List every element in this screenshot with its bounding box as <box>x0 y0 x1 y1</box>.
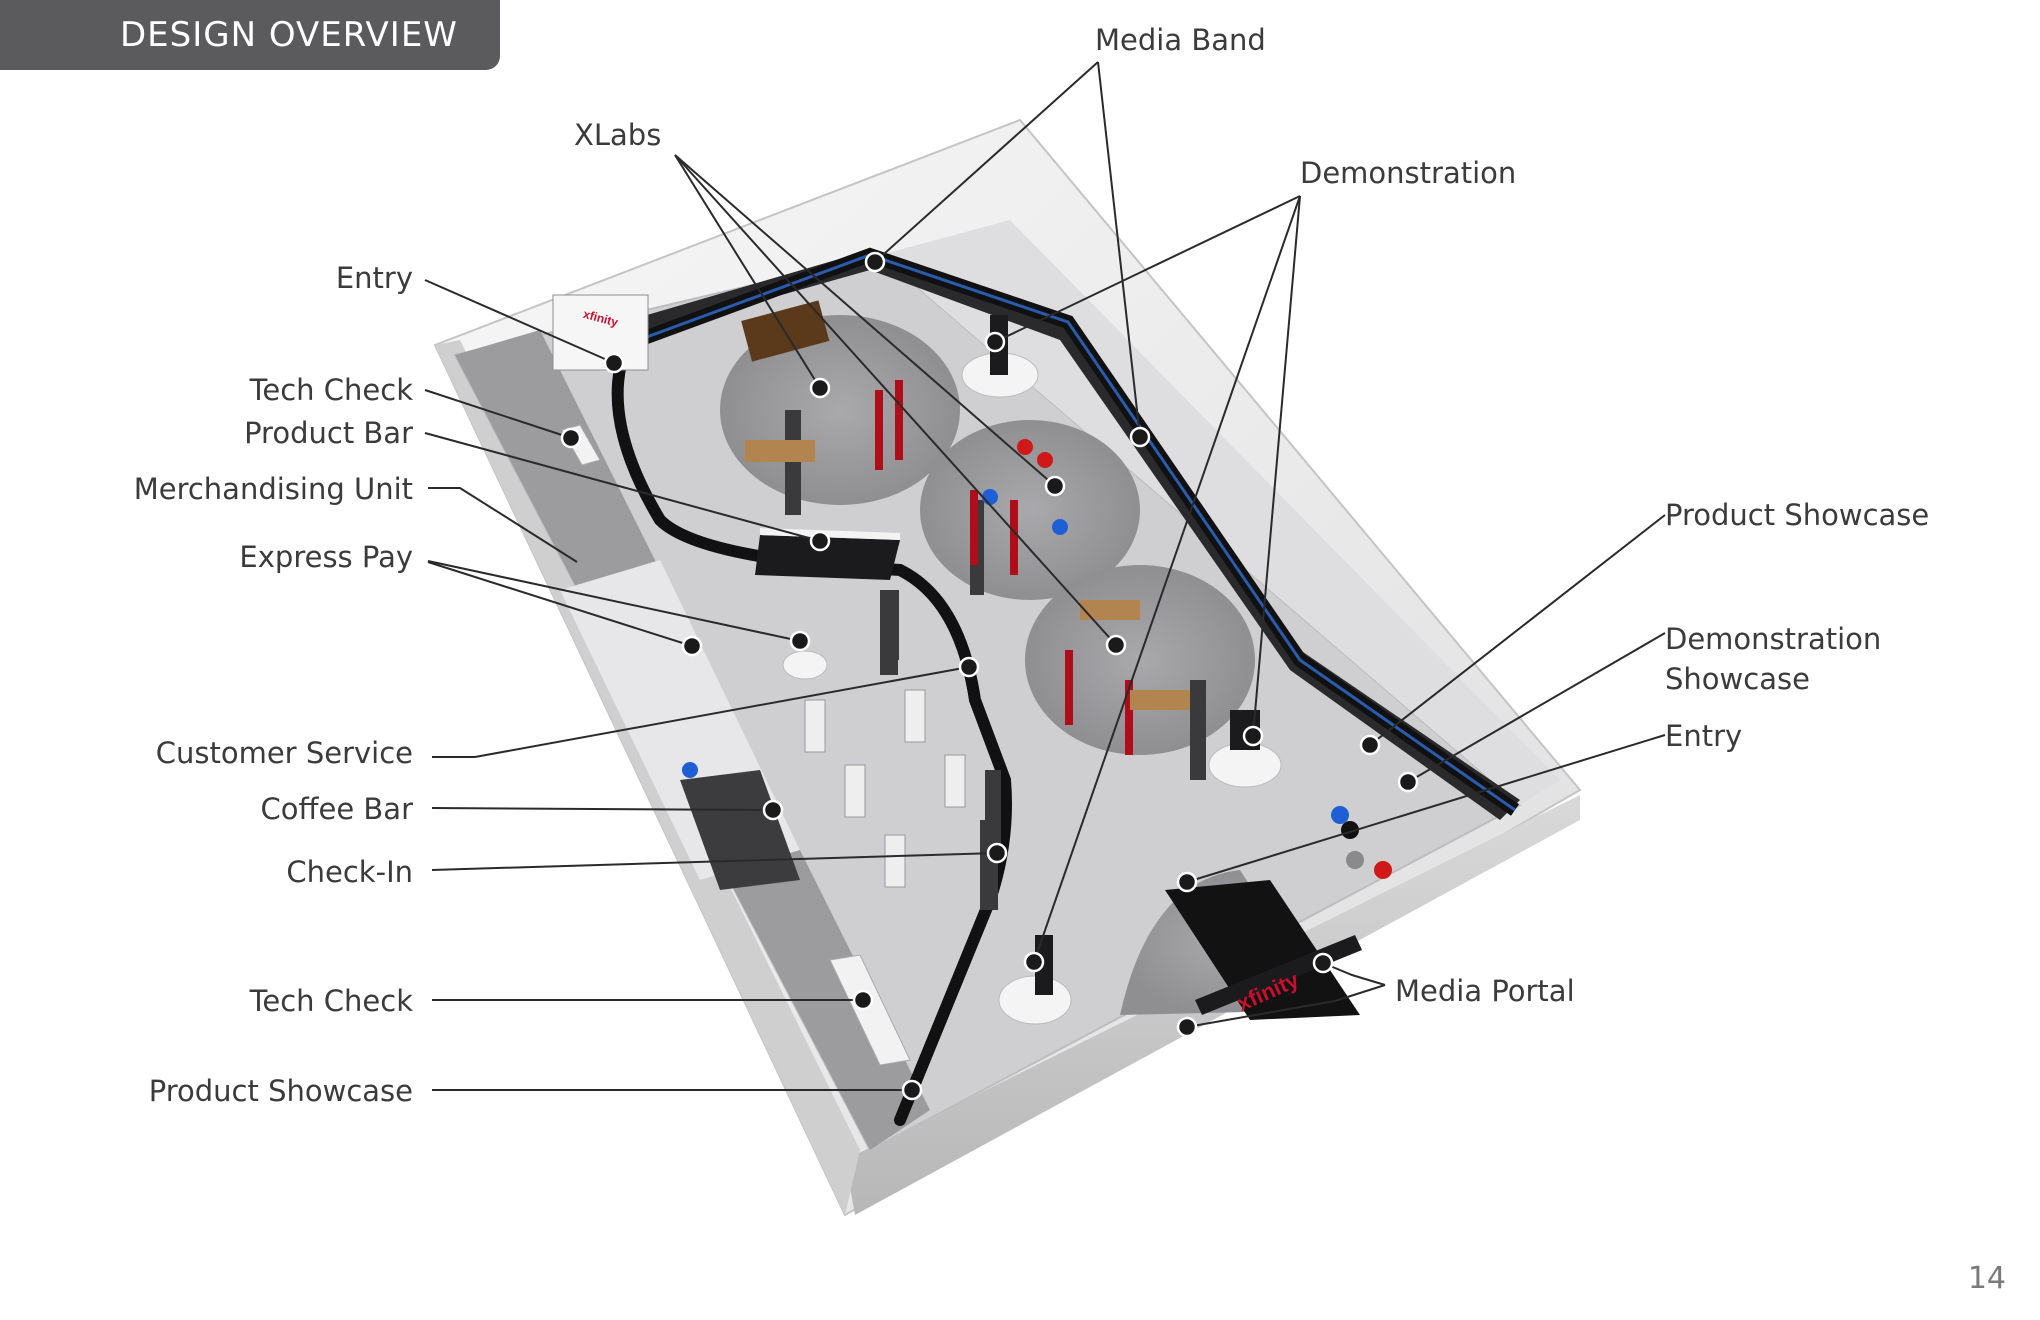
demo-screen <box>1035 935 1053 995</box>
seat-red <box>1037 452 1053 468</box>
marker-media-band <box>1129 426 1151 448</box>
callout-demonstration-showcase-line1: Demonstration <box>1665 622 1882 656</box>
section-title: DESIGN OVERVIEW <box>120 15 458 55</box>
callout-entry-right: Entry <box>1665 719 1743 753</box>
service-tower <box>885 590 899 660</box>
callout-product-bar: Product Bar <box>244 416 413 450</box>
marker-merchandising-unit <box>681 635 703 657</box>
marker-demonstration <box>1242 725 1264 747</box>
entry-portal-frame <box>1165 880 1360 1020</box>
kiosk <box>904 689 926 743</box>
marker-media-portal <box>1312 952 1334 974</box>
kiosk <box>804 699 826 753</box>
callout-tech-check-top: Tech Check <box>249 373 413 407</box>
marker-customer-service <box>958 656 980 678</box>
callout-entry-left: Entry <box>335 261 413 295</box>
marker-media-band <box>864 251 886 273</box>
marker-product-showcase <box>901 1079 923 1101</box>
seat-blue <box>1052 519 1068 535</box>
callout-xlabs: XLabs <box>574 118 662 152</box>
customer-service-kiosks <box>804 590 1001 888</box>
back-room-floor <box>880 220 1560 805</box>
callout-customer-service: Customer Service <box>155 736 413 770</box>
marker-product-showcase <box>1359 734 1381 756</box>
marker-entry <box>1176 871 1198 893</box>
media-band-glow <box>624 253 1516 812</box>
page-number: 14 <box>1967 1261 2006 1296</box>
wood-table <box>1080 600 1140 620</box>
xlabs-tower <box>785 410 801 515</box>
marker-tech-check <box>852 989 874 1011</box>
kiosk <box>844 764 866 818</box>
callout-check-in: Check-In <box>286 855 413 889</box>
callout-merchandising-unit: Merchandising Unit <box>133 472 413 506</box>
building-shell <box>433 118 1582 1217</box>
seat-red <box>1374 861 1392 879</box>
marker-tech-check <box>560 427 582 449</box>
callout-media-portal: Media Portal <box>1395 974 1575 1008</box>
seat-black <box>1341 821 1359 839</box>
product-bar-top <box>760 528 900 540</box>
marker-entry <box>603 352 625 374</box>
product-bar-counter <box>755 535 900 580</box>
callout-demonstration: Demonstration <box>1300 156 1517 190</box>
marker-express-pay <box>789 630 811 652</box>
left-entry-portal <box>552 294 649 371</box>
red-pillar <box>1065 650 1073 725</box>
seat-blue <box>682 762 698 778</box>
callout-product-showcase-right: Product Showcase <box>1665 498 1930 532</box>
callout-markers <box>560 251 1419 1101</box>
red-pillar <box>970 490 978 565</box>
kiosk <box>884 834 906 888</box>
red-pillar <box>1125 680 1133 755</box>
marker-demonstration <box>984 331 1006 353</box>
red-pillar <box>1010 500 1018 575</box>
red-pillar <box>875 390 883 470</box>
marker-product-bar <box>809 530 831 552</box>
section-header-tab: DESIGN OVERVIEW <box>0 0 500 70</box>
xlabs-carpet-3 <box>1025 565 1255 755</box>
marker-xlabs <box>1105 634 1127 656</box>
service-tower <box>985 770 1001 850</box>
callout-express-pay: Express Pay <box>239 540 413 574</box>
xlabs-tower <box>1190 680 1206 780</box>
marker-demonstration <box>1023 951 1045 973</box>
leader-lines <box>424 61 1666 1091</box>
left-wall <box>435 340 860 1215</box>
marker-coffee-bar <box>762 799 784 821</box>
marker-demonstration-showcase <box>1397 771 1419 793</box>
red-pillar <box>895 380 903 460</box>
callout-demonstration-showcase-line2: Showcase <box>1665 662 1810 696</box>
media-band-wall <box>622 247 1520 820</box>
callout-tech-check-bottom: Tech Check <box>249 984 413 1018</box>
express-pay-table <box>782 650 828 680</box>
callout-product-showcase-left: Product Showcase <box>148 1074 413 1108</box>
kiosk <box>944 754 966 808</box>
marker-xlabs <box>1044 475 1066 497</box>
marker-check-in <box>986 842 1008 864</box>
seat-red <box>1017 439 1033 455</box>
marker-xlabs <box>809 377 831 399</box>
wood-table <box>745 440 815 462</box>
marker-media-portal <box>1176 1016 1198 1038</box>
seat-blue <box>982 489 998 505</box>
tech-check-counter-bottom <box>829 954 911 1066</box>
seat-grey <box>1346 851 1364 869</box>
seat-blue <box>1331 806 1349 824</box>
wood-table <box>1130 690 1190 710</box>
callout-media-band: Media Band <box>1095 23 1266 57</box>
lounge-seats <box>682 439 1392 879</box>
callout-coffee-bar: Coffee Bar <box>260 792 413 826</box>
